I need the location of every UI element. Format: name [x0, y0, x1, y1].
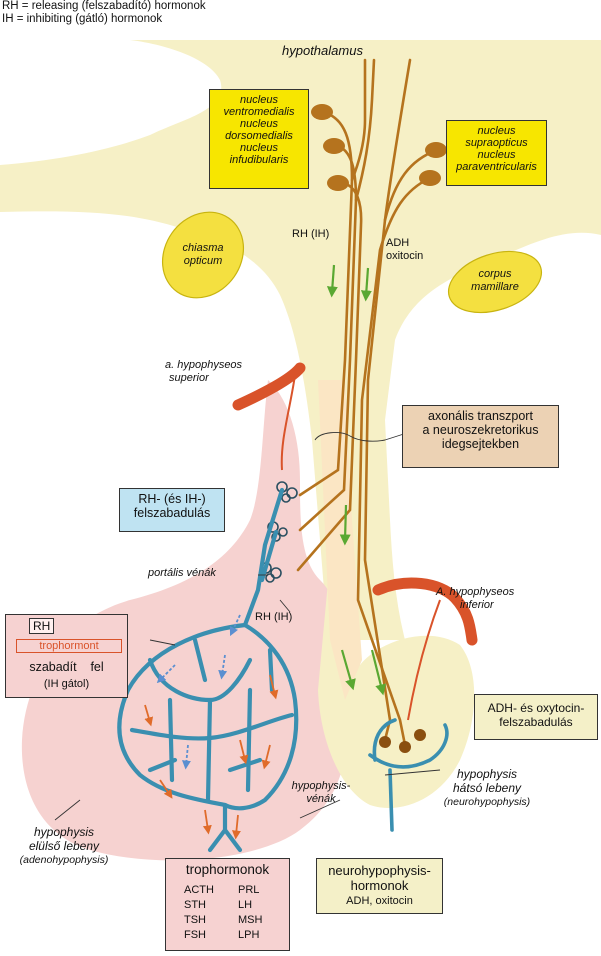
- hormone-lph: LPH: [238, 929, 260, 941]
- pointer-lines: [54, 431, 441, 821]
- rh-box-line2: (IH gátol): [43, 678, 90, 690]
- posterior-capillaries: [368, 718, 449, 832]
- rh-release-box: RH- (és IH-) felszabadulás: [119, 488, 225, 532]
- nucleus-label: nucleus: [477, 125, 516, 137]
- nucleus-name: ventromedialis: [223, 106, 295, 118]
- legend-rh: RH = releasing (felszabadító) hormonok: [2, 0, 206, 12]
- adh-neuron-tracts: [356, 58, 439, 747]
- corpus-label: corpus mamillare: [471, 268, 519, 293]
- axonal-transport-box: axonális transzport a neuroszekretorikus…: [402, 405, 559, 468]
- red-flow-arrows: [144, 674, 279, 840]
- nucleus-label: nucleus: [477, 149, 516, 161]
- inferior-artery-label: A. hypophyseos inferior: [436, 586, 515, 611]
- rh-tag: RH: [29, 618, 55, 634]
- inferior-artery: [372, 577, 478, 721]
- adh-oxitocin-label: ADH oxitocin: [386, 237, 424, 262]
- hormone-lh: LH: [238, 899, 253, 911]
- corpus-oval: [447, 250, 543, 314]
- white-bulge: [0, 40, 222, 165]
- superior-artery-label: a. hypophyseos superior: [165, 359, 243, 384]
- neurohypophysis-hormones-box: neurohypophysis- hormonok ADH, oxitocin: [316, 858, 443, 914]
- adh-neuron-somas: [419, 142, 447, 186]
- hatso-lebeny-label: hypophysis hátsó lebeny (neurohypophysis…: [443, 767, 531, 808]
- trophormonok-title: trophormonok: [185, 862, 270, 877]
- nuclei-right-box: nucleus supraopticus nucleus paraventric…: [446, 120, 547, 186]
- superior-artery: [232, 362, 306, 471]
- hypothalamus-region: [0, 40, 601, 640]
- rh-neuron-somas: [311, 104, 349, 191]
- trophormon-col2: PRL LH MSH LPH: [238, 883, 262, 943]
- portal-veins: [117, 487, 299, 853]
- nucleus-name: dorsomedialis: [225, 130, 293, 142]
- portalis-venak-label: portális vénák: [148, 567, 216, 579]
- rh-trophormon-box: RH trophormont szabadít fel (IH gátol): [5, 614, 128, 698]
- nucleus-label: nucleus: [240, 142, 278, 154]
- nucleus-label: nucleus: [240, 94, 278, 106]
- legend-ih: IH = inhibiting (gátló) hormonok: [2, 13, 163, 25]
- nuclei-left-box: nucleus ventromedialis nucleus dorsomedi…: [209, 89, 309, 189]
- elulso-lebeny-label: hypophysis elülső lebeny (adenohypophysi…: [19, 825, 109, 866]
- posterior-lobe: [318, 560, 475, 808]
- transport-arrows: [326, 264, 387, 696]
- hormone-msh: MSH: [238, 914, 263, 926]
- hypophysis-venak-label: hypophysis- vénák: [291, 780, 351, 805]
- hormone-sth: STH: [184, 899, 206, 911]
- chiasma-label: chiasma opticum: [182, 242, 224, 267]
- anterior-lobe: [21, 380, 350, 861]
- neurohypophysis-terminals: [379, 729, 426, 753]
- trophormonok-box: trophormonok ACTH STH TSH FSH PRL LH MSH…: [165, 858, 290, 951]
- hormone-prl: PRL: [238, 884, 260, 896]
- hormone-acth: ACTH: [184, 884, 214, 896]
- rh-ih-top-label: RH (IH): [292, 228, 330, 240]
- rh-ih-mid-label: RH (IH): [255, 611, 293, 623]
- nucleus-name: paraventricularis: [456, 161, 537, 173]
- blue-flow-arrows: [156, 614, 241, 770]
- nucleus-name: supraopticus: [465, 137, 528, 149]
- nucleus-label: nucleus: [240, 118, 278, 130]
- chiasma-oval: [161, 211, 245, 299]
- rh-box-line1: szabadít fel: [29, 660, 104, 674]
- hypothalamus-label: hypothalamus: [282, 43, 363, 58]
- trophormon-tag: trophormont: [16, 639, 122, 653]
- hormone-tsh: TSH: [184, 914, 206, 926]
- hormone-fsh: FSH: [184, 929, 206, 941]
- adh-release-box: ADH- és oxytocin- felszabadulás: [474, 694, 598, 740]
- trophormon-col1: ACTH STH TSH FSH: [184, 883, 214, 943]
- nucleus-name: infudibularis: [229, 154, 289, 166]
